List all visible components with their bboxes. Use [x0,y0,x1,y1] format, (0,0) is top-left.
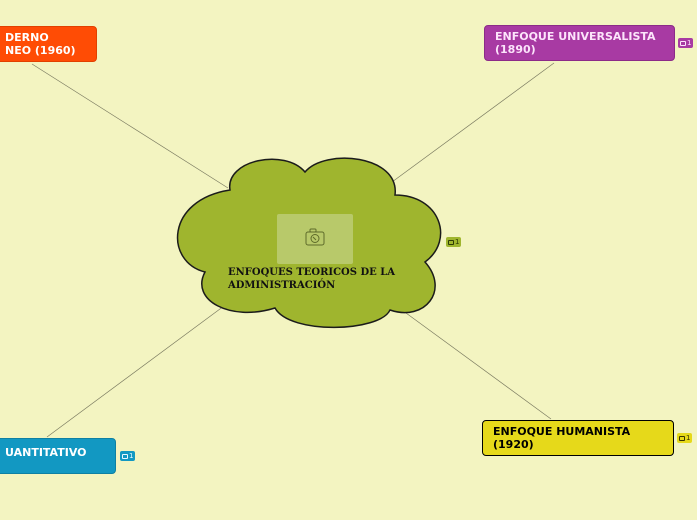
comment-badge-center[interactable]: 1 [446,237,462,247]
topic-humanista-node[interactable]: ENFOQUE HUMANISTA (1920) [482,420,674,456]
comment-count: 1 [129,452,134,460]
comment-count: 1 [455,238,460,246]
comment-count: 1 [686,434,691,442]
topic-humanista-label: ENFOQUE HUMANISTA (1920) [493,425,631,451]
comment-badge-humanista[interactable]: 1 [677,433,693,443]
connector-bl [46,305,225,438]
connector-tl [31,63,229,189]
connectors [31,62,555,438]
topic-universalista-label: ENFOQUE UNIVERSALISTA (1890) [495,30,656,56]
comment-badge-universalista[interactable]: 1 [678,38,694,48]
camera-icon [305,228,325,246]
connector-br [405,312,552,420]
comment-icon [122,453,128,459]
topic-moderno-label: DERNO NEO (1960) [5,31,76,57]
connector-tr [391,62,555,183]
topic-moderno-node[interactable]: DERNO NEO (1960) [0,26,97,62]
comment-count: 1 [687,39,692,47]
comment-icon [679,435,685,441]
comment-icon [680,40,686,46]
central-topic-title[interactable]: ENFOQUES TEORICOS DE LA ADMINISTRACIÓN [228,267,396,291]
topic-universalista-node[interactable]: ENFOQUE UNIVERSALISTA (1890) [484,25,675,61]
comment-badge-cuantitativo[interactable]: 1 [120,451,136,461]
topic-cuantitativo-label: UANTITATIVO [5,445,87,459]
comment-icon [448,239,454,245]
topic-cuantitativo-node[interactable]: UANTITATIVO [0,438,116,474]
